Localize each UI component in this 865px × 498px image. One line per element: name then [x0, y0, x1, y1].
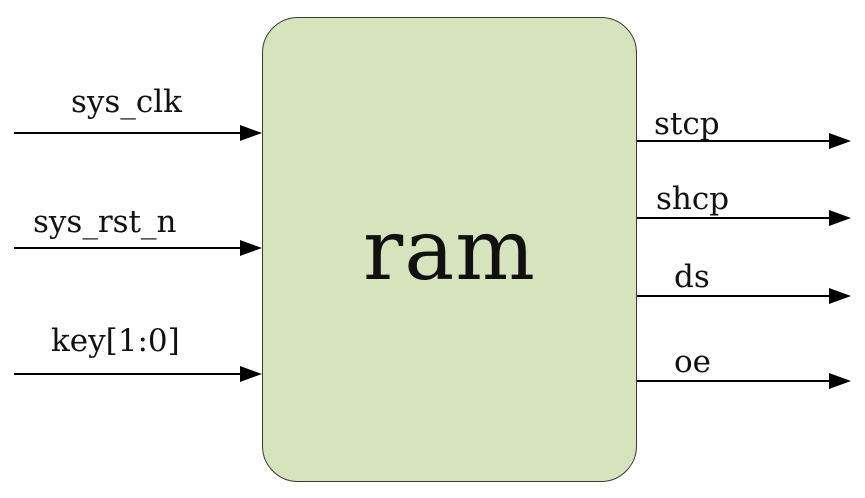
output-wire-ds [637, 288, 851, 304]
input-label-sys-rst-n: sys_rst_n [33, 204, 177, 240]
output-wire-oe [637, 373, 851, 389]
output-label-ds: ds [674, 259, 710, 295]
output-wire-stcp [637, 133, 851, 149]
module-name: ram [363, 200, 536, 299]
output-label-stcp: stcp [654, 106, 720, 142]
module-block [262, 17, 637, 482]
output-wire-shcp [637, 210, 851, 226]
input-wire-key [14, 366, 262, 382]
input-wire-sys-rst-n [14, 240, 262, 256]
output-label-oe: oe [674, 344, 712, 380]
output-label-shcp: shcp [656, 181, 730, 217]
input-wire-sys-clk [14, 125, 262, 141]
input-label-sys-clk: sys_clk [71, 84, 182, 120]
input-label-key: key[1:0] [51, 323, 180, 359]
